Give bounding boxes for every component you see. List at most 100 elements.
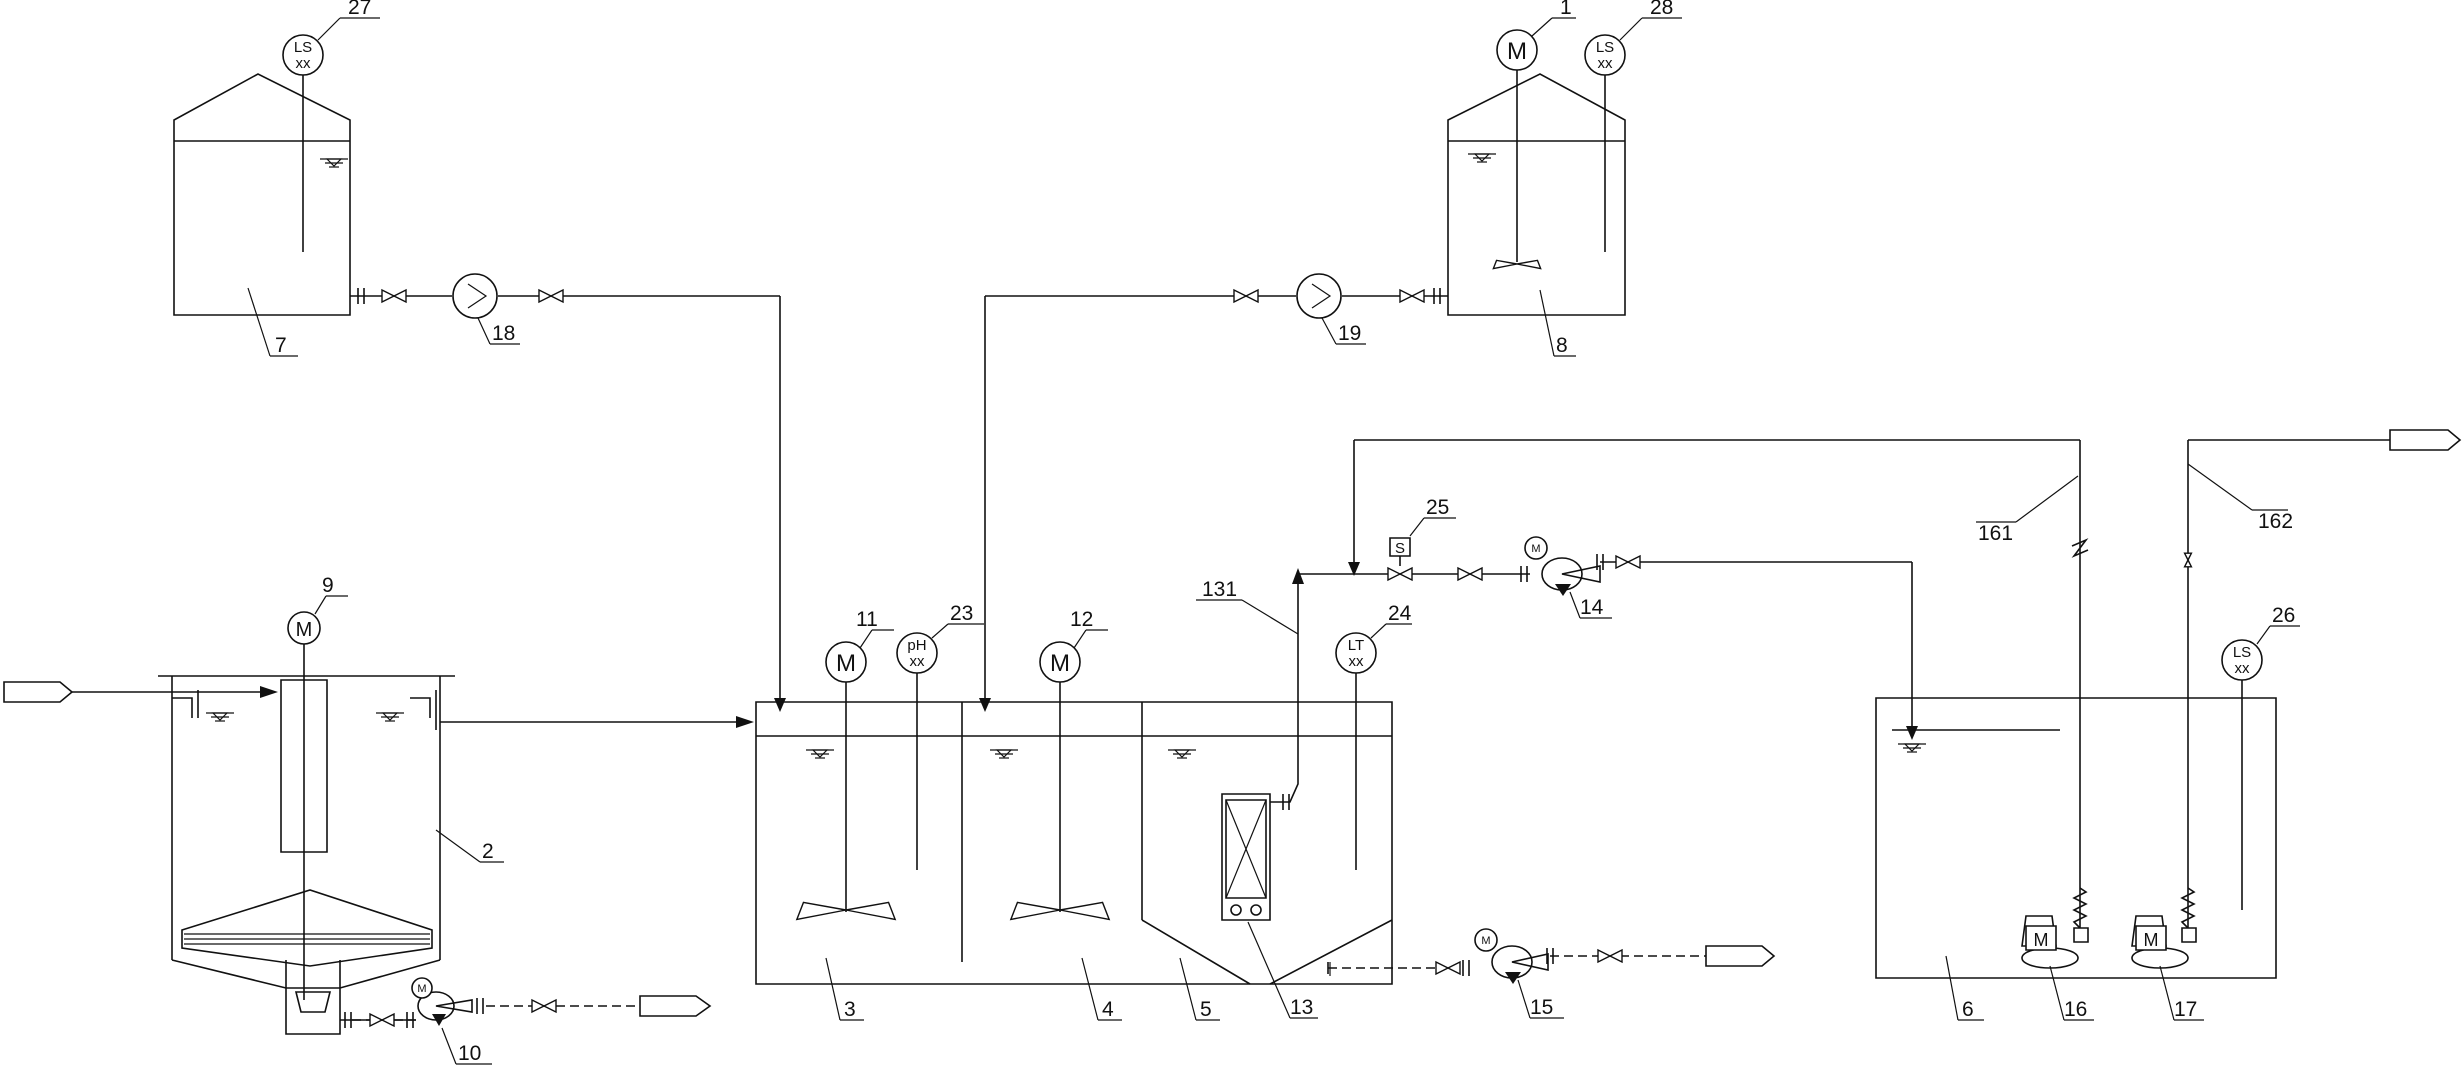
flange-icon: [476, 997, 484, 1015]
settler-tank-2: [158, 614, 455, 1034]
label-18-text: 18: [492, 322, 515, 345]
water-level-icon: [205, 712, 235, 722]
level-switch-28: LS xx: [1585, 35, 1625, 75]
label-24-text: 24: [1388, 602, 1412, 625]
label-9: 9: [315, 574, 348, 614]
valve-icon: [1457, 567, 1483, 581]
instrument-value: xx: [1598, 55, 1614, 72]
label-3-text: 3: [844, 998, 856, 1021]
water-level-icon: [1897, 743, 1927, 753]
instrument-value: xx: [296, 55, 312, 72]
label-11-text: 11: [856, 608, 878, 631]
label-1-text: 1: [1560, 0, 1572, 19]
label-19: 19: [1322, 318, 1366, 345]
clear-water-tank-6: M M: [1876, 680, 2276, 978]
water-level-icon: [805, 749, 835, 759]
valve-icon: [531, 999, 557, 1013]
agitator-motor-1: M: [1497, 30, 1537, 70]
label-19-text: 19: [1338, 322, 1361, 345]
label-26-text: 26: [2272, 604, 2295, 627]
dosing-pump-19: [1297, 274, 1341, 318]
label-12: 12: [1070, 608, 1108, 648]
flow-arrow-icon: [979, 698, 991, 712]
sludge-line-2: [340, 996, 710, 1029]
valve-icon: [2183, 551, 2193, 569]
label-161-text: 161: [1978, 522, 2013, 545]
reaction-tank-3-4-5: [756, 672, 1392, 984]
label-14: 14: [1570, 592, 1612, 619]
motor-symbol: M: [836, 650, 856, 677]
motor-symbol: M: [1531, 543, 1540, 555]
suction-pump-14: M: [1525, 537, 1600, 596]
flow-arrow-icon: [1348, 562, 1360, 576]
label-131-text: 131: [1202, 578, 1237, 601]
flange-icon: [1462, 959, 1470, 977]
label-23-text: 23: [950, 602, 973, 625]
solenoid-valve-25: S: [1390, 538, 1410, 566]
label-7-text: 7: [275, 334, 287, 357]
permeate-line-131: [1270, 565, 1530, 811]
instrument-value: xx: [1349, 653, 1365, 670]
label-162-text: 162: [2258, 510, 2293, 533]
valve-icon: [538, 289, 564, 303]
label-8: 8: [1540, 290, 1576, 357]
label-6-text: 6: [1962, 998, 1974, 1021]
label-2-text: 2: [482, 840, 494, 863]
label-3: 3: [826, 958, 864, 1021]
label-28: 28: [1620, 0, 1682, 40]
label-27: 27: [318, 0, 380, 40]
label-5: 5: [1180, 958, 1220, 1021]
label-1: 1: [1532, 0, 1576, 36]
valve-icon: [1399, 289, 1425, 303]
motor-symbol: M: [1507, 38, 1527, 65]
label-10-text: 10: [458, 1042, 481, 1065]
label-11: 11: [856, 608, 894, 648]
dosing-pump-18: [453, 274, 497, 318]
level-switch-27: LS xx: [283, 35, 323, 75]
inlet-arrow: [4, 682, 278, 702]
label-7: 7: [248, 288, 298, 357]
instrument-tag: LS: [2233, 644, 2251, 661]
ph-sensor-23: pH xx: [897, 633, 937, 673]
label-25: 25: [1410, 496, 1456, 536]
label-5-text: 5: [1200, 998, 1212, 1021]
label-14-text: 14: [1580, 596, 1604, 619]
label-23: 23: [932, 602, 984, 638]
label-12-text: 12: [1070, 608, 1093, 631]
water-level-icon: [375, 712, 405, 722]
flow-arrow-icon: [1906, 726, 1918, 740]
valve-icon: [381, 289, 407, 303]
label-18: 18: [478, 318, 520, 345]
water-level-icon: [989, 749, 1019, 759]
label-4-text: 4: [1102, 998, 1114, 1021]
label-17-text: 17: [2174, 998, 2197, 1021]
flow-arrow-icon: [1292, 568, 1304, 584]
label-161: 161: [1976, 476, 2078, 545]
level-transmitter-24: LT xx: [1336, 633, 1376, 673]
motor-symbol: M: [2144, 930, 2159, 950]
mixer-motor-9: M: [288, 612, 320, 644]
label-15: 15: [1518, 980, 1564, 1019]
label-16: 16: [2050, 966, 2094, 1021]
label-24: 24: [1371, 602, 1412, 638]
label-2: 2: [436, 830, 504, 863]
water-level-icon: [1167, 749, 1197, 759]
valve-icon: [369, 1013, 395, 1027]
sludge-line-5: [1328, 946, 1774, 977]
water-level-icon: [1467, 153, 1497, 163]
flow-arrow-icon: [260, 686, 278, 698]
storage-tank-8: [1448, 68, 1625, 315]
valve-icon: [1597, 949, 1623, 963]
water-level-icon: [319, 158, 349, 168]
motor-symbol: M: [296, 619, 313, 641]
label-9-text: 9: [322, 574, 334, 597]
mixer-motor-11: M: [826, 642, 866, 682]
outlet-line-162: [2183, 430, 2460, 928]
label-25-text: 25: [1426, 496, 1449, 519]
label-15-text: 15: [1530, 996, 1553, 1019]
motor-symbol: M: [417, 983, 426, 995]
valve-icon: [1387, 567, 1413, 581]
instrument-value: xx: [910, 653, 926, 670]
valve-icon: [1233, 289, 1259, 303]
label-131: 131: [1196, 578, 1298, 634]
